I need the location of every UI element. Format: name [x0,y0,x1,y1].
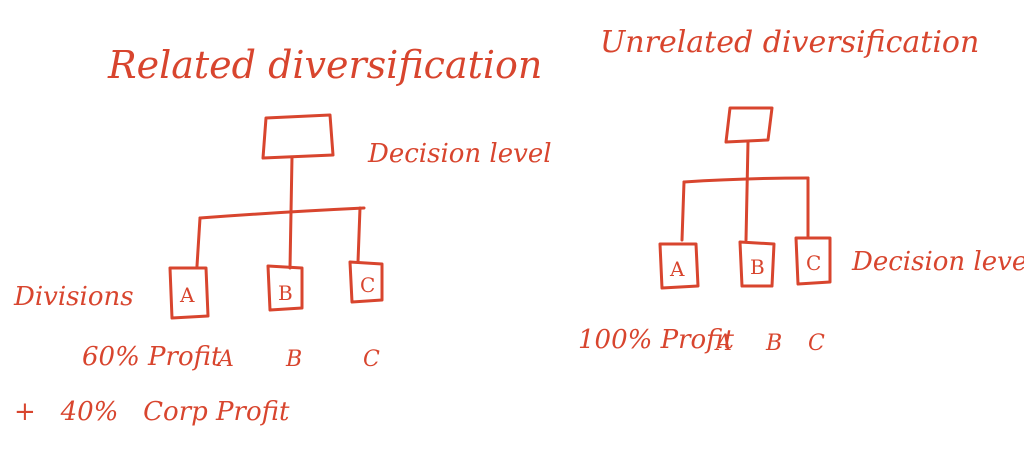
related-title: Related diversification [107,43,542,87]
left-profit-b: B [285,347,302,372]
related-diversification-diagram: Related diversification Decision level A… [13,43,552,427]
right-box-b [738,240,776,288]
right-box-b-label: B [750,255,765,279]
left-profit-prefix: 60% Profit [82,342,222,372]
left-profit-a: A [216,347,234,372]
left-box-b [266,264,304,312]
unrelated-diversification-diagram: Unrelated diversification A B C Decision… [578,25,1024,356]
left-box-a-label: A [179,283,195,307]
right-branch-a [680,180,686,242]
left-top-box [261,113,335,160]
left-branch-a [195,216,202,268]
left-branch-c [356,206,362,264]
left-box-c-label: C [360,273,375,297]
right-profit-a: A [714,331,732,356]
right-branch-line [682,176,810,184]
left-box-a [168,266,210,320]
right-box-c-label: C [806,251,821,275]
right-box-a-label: A [669,257,685,281]
right-box-a [658,242,700,290]
unrelated-title: Unrelated diversification [600,25,979,60]
left-branch-line [198,206,366,220]
left-box-c [348,260,384,304]
right-top-box [724,106,774,144]
right-profit-prefix: 100% Profit [578,325,735,355]
left-box-b-label: B [278,281,293,305]
right-box-c [794,236,832,286]
left-corp-profit-row: + 40% Corp Profit [14,397,290,427]
left-profit-c: C [363,347,380,372]
right-decision-label: Decision level [851,247,1024,277]
left-decision-label: Decision level [367,139,552,169]
divisions-label: Divisions [13,282,134,312]
right-profit-c: C [808,331,825,356]
right-trunk-line [744,140,750,242]
right-profit-b: B [765,331,782,356]
